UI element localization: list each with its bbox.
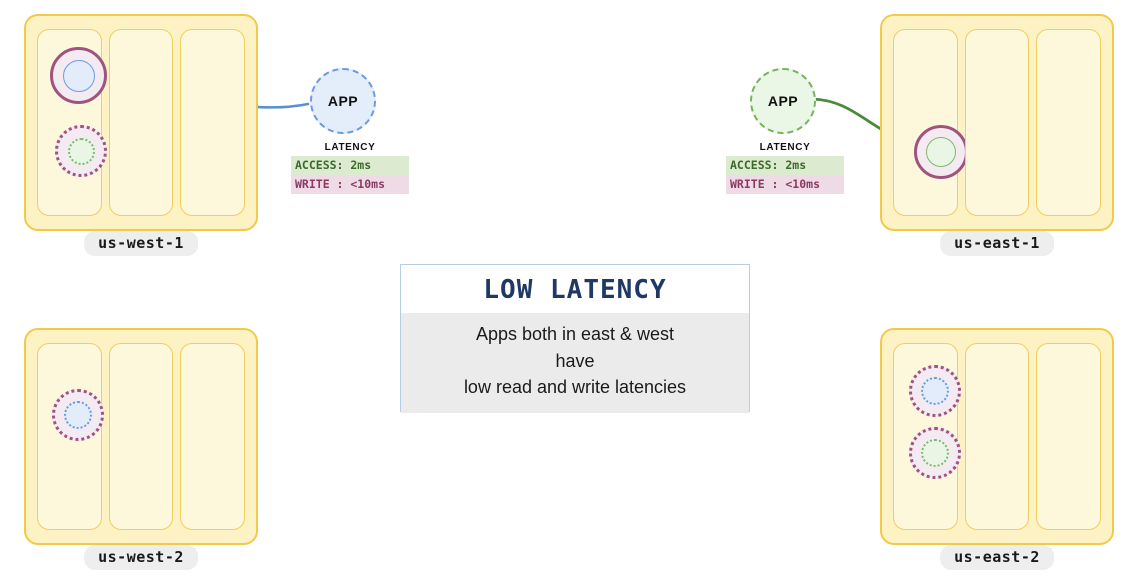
shard-primary[interactable] — [50, 47, 107, 104]
rack — [180, 29, 246, 216]
shard-primary[interactable] — [914, 125, 968, 179]
region-label-us-west-2: us-west-2 — [84, 545, 198, 570]
shard-inner-green — [926, 137, 956, 167]
region-us-east-1[interactable] — [880, 14, 1114, 231]
region-label-us-east-1: us-east-1 — [940, 231, 1054, 256]
latency-title: LATENCY — [324, 142, 376, 153]
callout-low-latency: LOW LATENCY Apps both in east & west hav… — [400, 264, 750, 413]
rack — [1036, 343, 1102, 530]
rack — [37, 343, 104, 530]
shard-inner-green — [67, 137, 95, 165]
app-node-west[interactable]: APP — [310, 68, 376, 134]
rack — [180, 343, 246, 530]
rack — [964, 343, 1030, 530]
rack — [1036, 29, 1102, 216]
shard-replica[interactable] — [909, 365, 961, 417]
app-node-east[interactable]: APP — [750, 68, 816, 134]
shard-replica[interactable] — [55, 125, 107, 177]
region-us-east-2[interactable] — [880, 328, 1114, 545]
latency-write-row: WRITE : <10ms — [291, 175, 409, 194]
region-us-west-2[interactable] — [24, 328, 258, 545]
rack — [964, 29, 1030, 216]
latency-write-row: WRITE : <10ms — [726, 175, 844, 194]
latency-access-row: ACCESS: 2ms — [291, 156, 409, 175]
latency-title: LATENCY — [759, 142, 811, 153]
latency-access-row: ACCESS: 2ms — [726, 156, 844, 175]
app-node-label: APP — [767, 93, 799, 109]
rack — [108, 343, 174, 530]
callout-line-1: Apps both in east & west — [475, 324, 675, 344]
callout-line-3: low read and write latencies — [463, 377, 687, 398]
shard-replica[interactable] — [52, 389, 104, 441]
callout-title: LOW LATENCY — [401, 265, 749, 313]
region-label-us-east-2: us-east-2 — [940, 545, 1054, 570]
rack — [108, 29, 174, 216]
rack — [37, 29, 107, 216]
latency-block-west: LATENCY ACCESS: 2ms WRITE : <10ms — [291, 142, 409, 194]
shard-inner-blue — [921, 377, 949, 405]
rack — [893, 29, 968, 216]
callout-body: Apps both in east & west have low read a… — [401, 313, 749, 413]
app-node-label: APP — [327, 93, 359, 109]
shard-inner-blue — [64, 401, 92, 429]
shard-inner-green — [921, 439, 949, 467]
latency-block-east: LATENCY ACCESS: 2ms WRITE : <10ms — [726, 142, 844, 194]
region-us-west-1[interactable] — [24, 14, 258, 231]
shard-inner-blue — [62, 59, 95, 92]
rack — [893, 343, 961, 530]
callout-line-2: have — [555, 350, 595, 371]
shard-replica[interactable] — [909, 427, 961, 479]
region-label-us-west-1: us-west-1 — [84, 231, 198, 256]
